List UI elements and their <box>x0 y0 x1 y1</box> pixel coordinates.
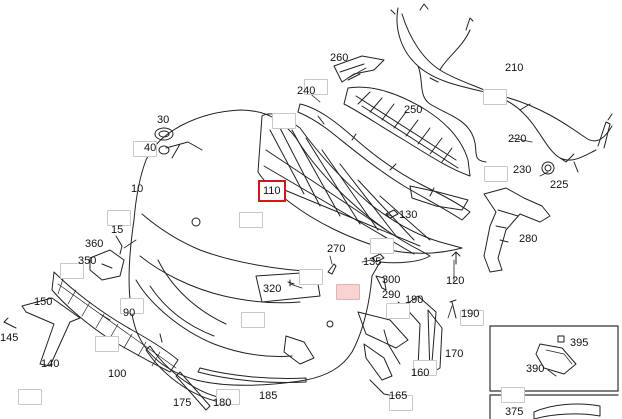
impact-strip-drawing <box>409 185 469 211</box>
part-label-120[interactable]: 120 <box>446 275 465 287</box>
placeholder-box <box>299 269 323 285</box>
part-label-240[interactable]: 240 <box>297 85 316 97</box>
placeholder-box <box>413 360 437 376</box>
highlight-box <box>336 284 360 300</box>
part-label-390[interactable]: 390 <box>526 363 545 375</box>
part-label-180[interactable]: 180 <box>213 397 232 409</box>
upper-bracket-drawing <box>333 55 385 83</box>
placeholder-box <box>133 141 157 157</box>
part-label-170[interactable]: 170 <box>445 348 464 360</box>
part-label-280[interactable]: 280 <box>519 233 538 245</box>
part-label-360[interactable]: 360 <box>85 238 104 250</box>
part-label-90[interactable]: 90 <box>123 307 136 319</box>
part-label-100[interactable]: 100 <box>108 368 127 380</box>
part-label-150[interactable]: 150 <box>34 296 53 308</box>
placeholder-box <box>370 238 394 254</box>
part-label-210[interactable]: 210 <box>505 62 524 74</box>
bumper-cover-drawing <box>128 109 431 386</box>
part-label-140[interactable]: 140 <box>41 358 60 370</box>
placeholder-box <box>389 395 413 411</box>
wiring-harness-drawing <box>390 3 613 173</box>
placeholder-box <box>304 79 328 95</box>
part-label-350[interactable]: 350 <box>78 255 97 267</box>
placeholder-box <box>241 312 265 328</box>
part-label-30[interactable]: 30 <box>157 114 170 126</box>
part-label-290[interactable]: 290 <box>382 289 401 301</box>
part-label-220[interactable]: 220 <box>508 133 527 145</box>
part-label-130[interactable]: 130 <box>399 209 418 221</box>
lower-grille-drawing <box>257 113 463 255</box>
part-label-135[interactable]: 135 <box>363 256 382 268</box>
part-label-190-upper[interactable]: 190 <box>405 294 424 306</box>
placeholder-box <box>483 89 507 105</box>
mounting-frame-drawing <box>297 103 471 221</box>
part-label-395[interactable]: 395 <box>570 337 589 349</box>
horn-drawing <box>89 249 125 281</box>
part-label-190-lower[interactable]: 190 <box>461 308 480 320</box>
placeholder-box <box>484 166 508 182</box>
part-label-165[interactable]: 165 <box>389 390 408 402</box>
left-mesh-grille-drawing <box>51 271 179 373</box>
side-bracket-drawing <box>483 187 551 273</box>
part-label-145[interactable]: 145 <box>0 332 19 344</box>
part-label-230[interactable]: 230 <box>513 164 532 176</box>
part-label-250[interactable]: 250 <box>404 104 423 116</box>
placeholder-box <box>95 336 119 352</box>
emblem-drawing <box>154 127 174 155</box>
part-label-160[interactable]: 160 <box>411 367 430 379</box>
left-bracket-drawing <box>3 297 81 367</box>
part-label-270[interactable]: 270 <box>327 243 346 255</box>
placeholder-box <box>272 113 296 129</box>
placeholder-box <box>501 387 525 403</box>
part-label-375[interactable]: 375 <box>505 406 524 418</box>
part-label-40[interactable]: 40 <box>144 142 157 154</box>
part-label-15[interactable]: 15 <box>111 224 124 236</box>
placeholder-box <box>216 389 240 405</box>
part-label-320[interactable]: 320 <box>263 283 282 295</box>
placeholder-box <box>120 298 144 314</box>
part-label-175[interactable]: 175 <box>173 397 192 409</box>
placeholder-box <box>239 212 263 228</box>
part-label-300[interactable]: 300 <box>382 274 401 286</box>
part-label-260[interactable]: 260 <box>330 52 349 64</box>
placeholder-box <box>18 389 42 405</box>
placeholder-box <box>107 210 131 226</box>
upper-grille-drawing <box>343 86 471 177</box>
part-label-225[interactable]: 225 <box>550 179 569 191</box>
placeholder-box <box>386 303 410 319</box>
placeholder-box <box>60 263 84 279</box>
part-label-10[interactable]: 10 <box>131 183 144 195</box>
placeholder-box <box>460 310 484 326</box>
part-label-110-selected[interactable]: 110 <box>258 180 286 202</box>
part-label-185[interactable]: 185 <box>259 390 278 402</box>
